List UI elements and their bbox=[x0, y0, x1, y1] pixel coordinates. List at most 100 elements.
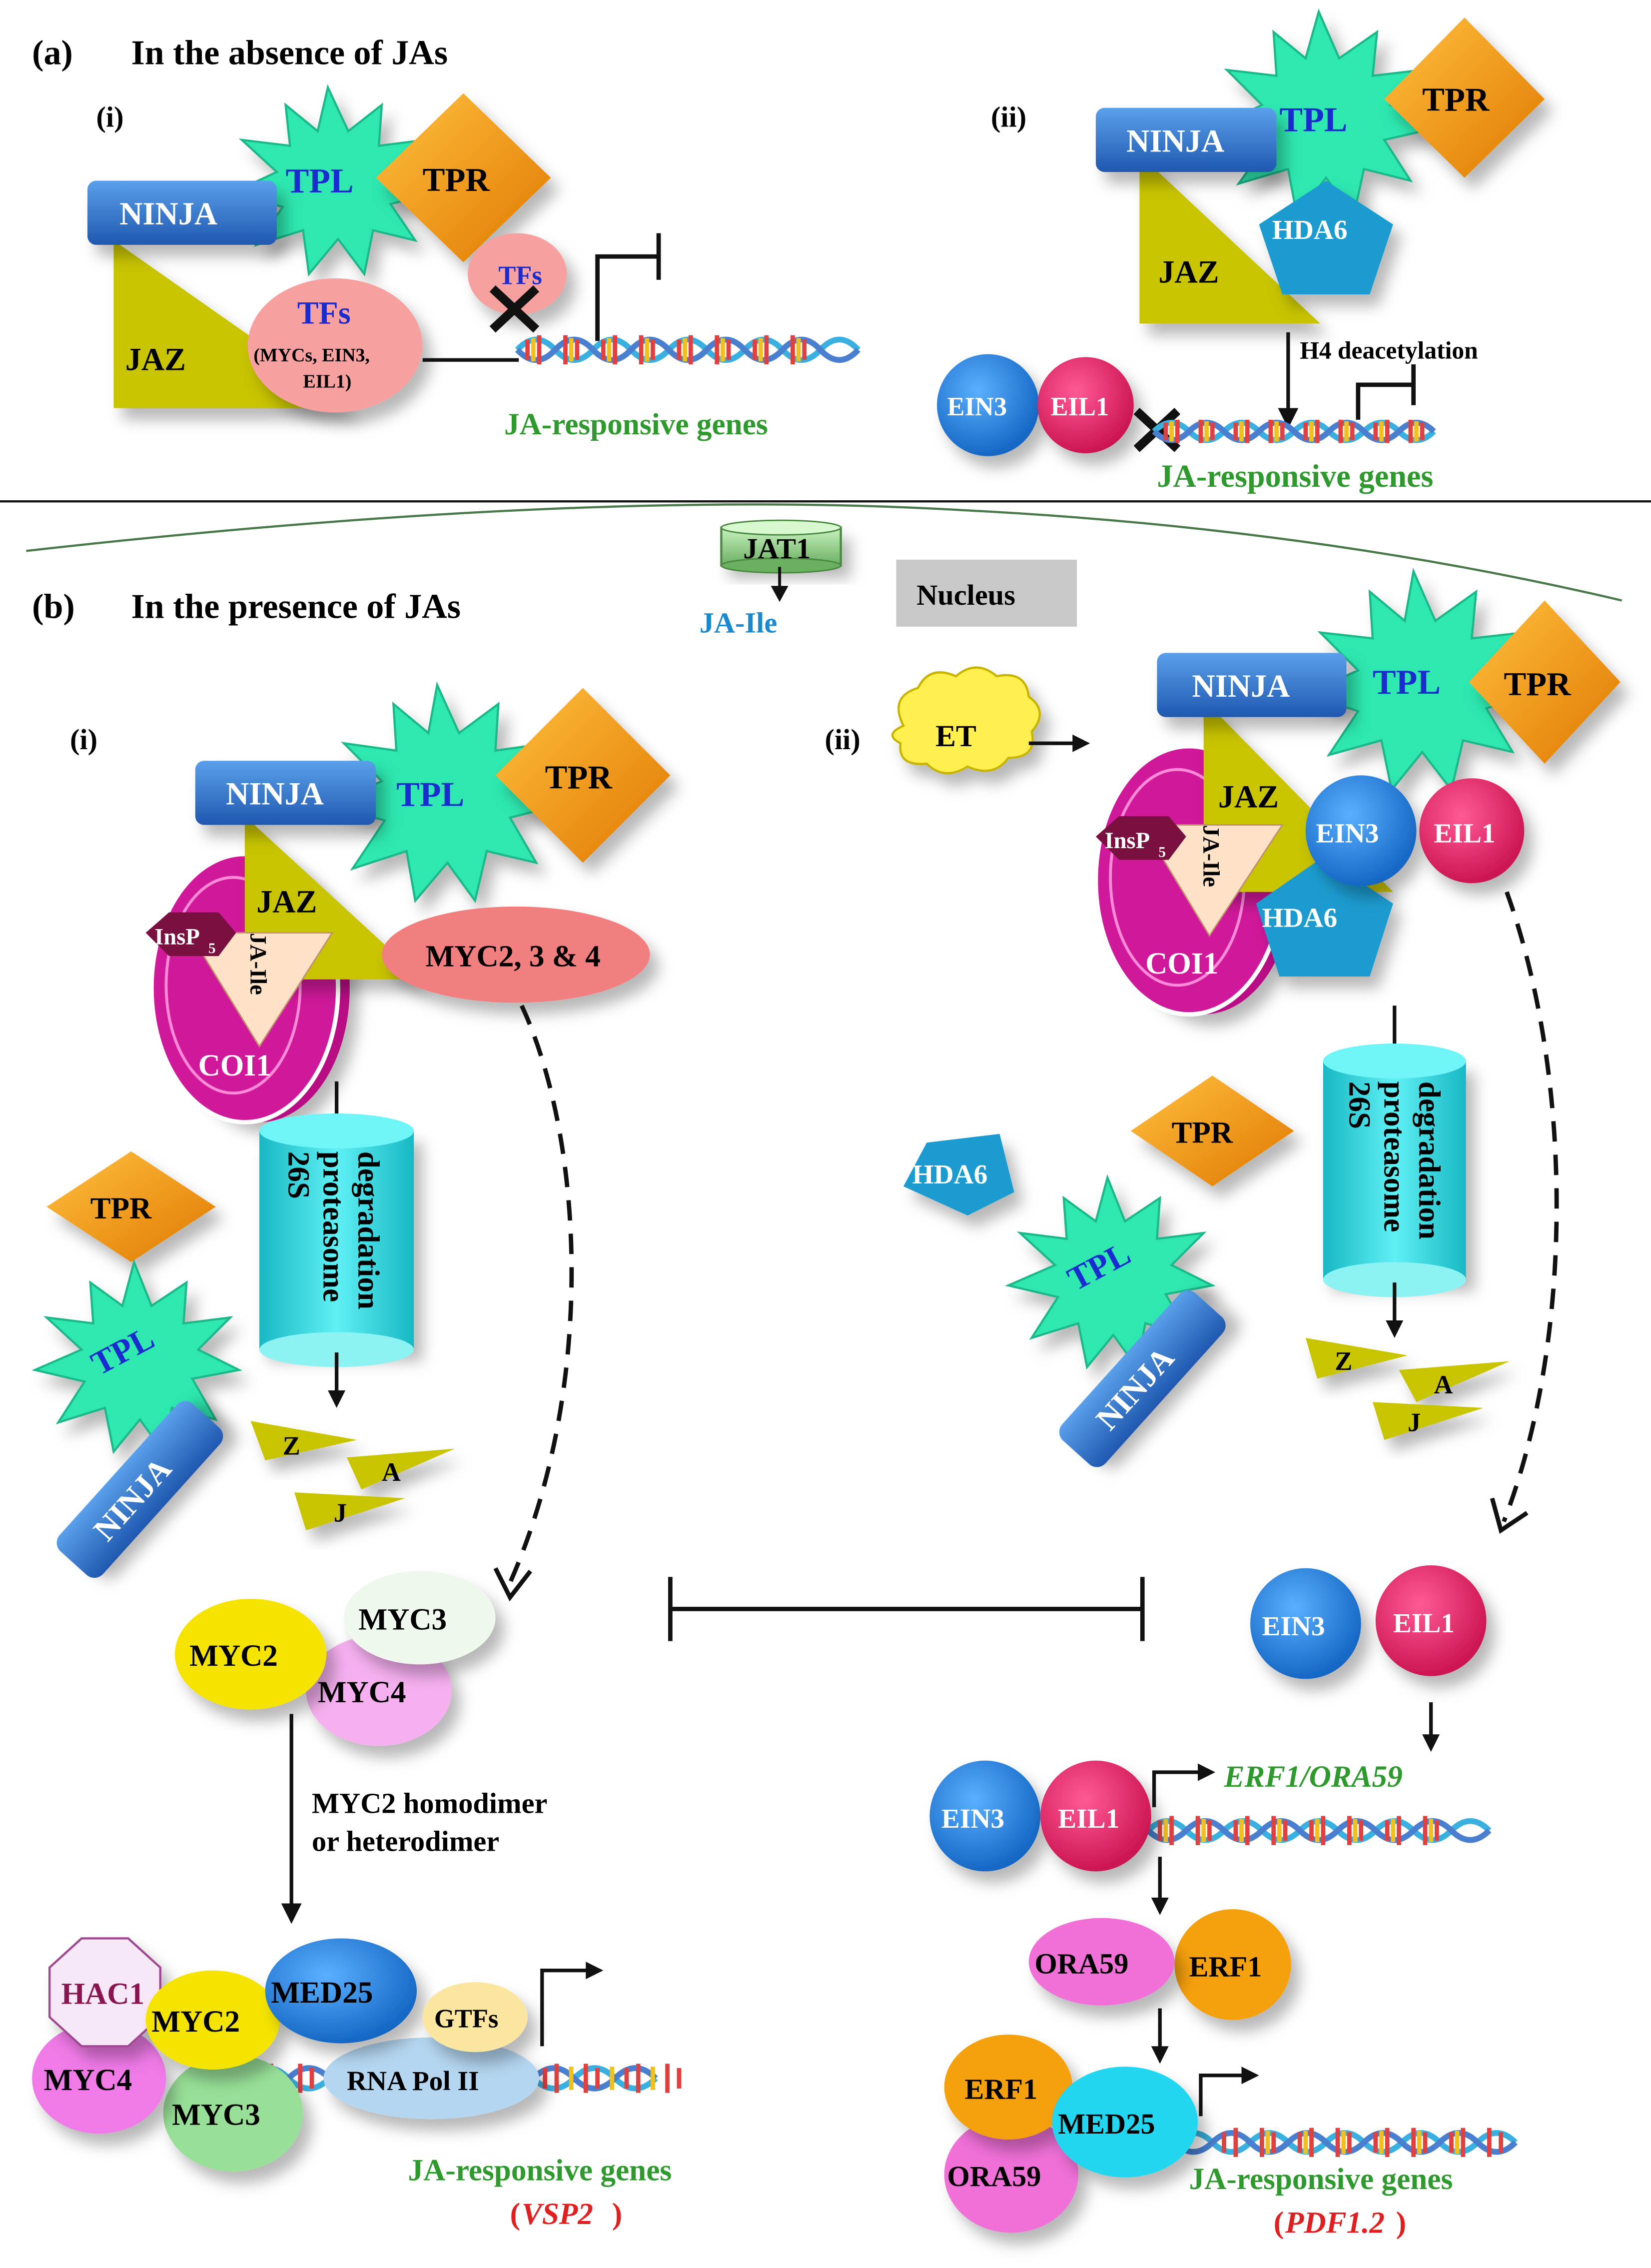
genes-label-b-ii: JA-responsive genes bbox=[1189, 2162, 1453, 2196]
a-i-complex: JAZ TPL TPR NINJA TFs (MYCs, EIN3, EIL1)… bbox=[87, 84, 661, 413]
proteasome-label-3: degradation bbox=[1412, 1082, 1446, 1239]
gene-close-paren: ) bbox=[1396, 2206, 1406, 2240]
hda6-label: HDA6 bbox=[1272, 214, 1348, 245]
b-i-receptor-complex: JAZ JA-Ile InsP 5 COI1 TPL TPR NINJA MYC… bbox=[145, 681, 671, 1125]
myc3-b-label: MYC3 bbox=[172, 2098, 260, 2132]
insp5-label: InsP bbox=[154, 924, 200, 950]
ja-ile-wedge bbox=[188, 932, 334, 1048]
ja-ile-wedge bbox=[1141, 824, 1284, 937]
eil1-label: EIL1 bbox=[1051, 392, 1109, 421]
coi1-label: COI1 bbox=[1145, 947, 1218, 981]
myc4-b-label: MYC4 bbox=[43, 2063, 132, 2097]
proteasome-label-1: 26S bbox=[281, 1151, 315, 1199]
dna-a-i bbox=[515, 335, 860, 365]
jaz-label: JAZ bbox=[1158, 254, 1219, 290]
myc2-ellipse bbox=[174, 1599, 327, 1710]
dashed-arrow bbox=[1502, 891, 1559, 1523]
ein3-b-label: EIN3 bbox=[1262, 1611, 1325, 1641]
panel-a-sub-ii: (ii) bbox=[991, 101, 1026, 133]
hda6-label: HDA6 bbox=[1262, 903, 1337, 933]
dashed-arrow bbox=[508, 1005, 574, 1584]
insp5-hexagon bbox=[1095, 816, 1186, 860]
ninja-box bbox=[195, 761, 376, 825]
arrow-head bbox=[1386, 1320, 1404, 1338]
ein3-label: EIN3 bbox=[1316, 818, 1379, 849]
eil1-label: EIL1 bbox=[1434, 818, 1495, 849]
ninja-box bbox=[1157, 653, 1347, 717]
gene-pdf12-label: PDF1.2 bbox=[1285, 2206, 1385, 2240]
erf1-ellipse bbox=[1174, 1909, 1291, 2020]
tpr-free-label: TPR bbox=[1172, 1116, 1233, 1149]
insp5-subscript: 5 bbox=[1158, 845, 1166, 861]
tfs-label: TFs bbox=[297, 295, 351, 330]
ja-ile-entry-label: JA-Ile bbox=[700, 607, 777, 639]
tpl-star bbox=[230, 84, 441, 277]
tpl-label: TPL bbox=[1373, 663, 1441, 702]
gene-close-paren: ) bbox=[612, 2197, 622, 2231]
tpl-star bbox=[1302, 567, 1542, 793]
dna-b-ii-lower bbox=[1172, 2128, 1518, 2157]
proteasome-b-ii bbox=[1323, 1043, 1466, 1297]
ninja-box bbox=[87, 180, 277, 245]
dashed-arrow-head bbox=[1490, 1497, 1529, 1534]
jaz-fragment-z bbox=[1305, 1338, 1408, 1379]
tfs-small-label: TFs bbox=[498, 261, 542, 290]
myc234-ellipse bbox=[382, 906, 650, 1003]
tpr-diamond bbox=[1384, 17, 1545, 178]
frag-j-label: J bbox=[334, 1498, 347, 1527]
hda6-free-label: HDA6 bbox=[912, 1159, 988, 1189]
panel-b-sub-ii: (ii) bbox=[825, 723, 860, 756]
ein3-circle bbox=[1305, 775, 1417, 887]
tpr-diamond bbox=[1469, 600, 1621, 764]
a-ii-complex: JAZ TPL TPR NINJA HDA6 H4 deacetylation … bbox=[937, 8, 1545, 456]
ora59-ellipse bbox=[1028, 1918, 1175, 2006]
coi1-ring-inner bbox=[164, 876, 302, 1095]
et-cloud bbox=[891, 666, 1041, 775]
erf1-b-ellipse bbox=[944, 2034, 1073, 2140]
tpl-label: TPL bbox=[396, 776, 464, 814]
proteasome-b-i bbox=[259, 1113, 414, 1367]
hda6-pentagon bbox=[1256, 857, 1393, 977]
dimer-label-1: MYC2 homodimer bbox=[312, 1787, 547, 1820]
arrow-head bbox=[1151, 2046, 1169, 2064]
gene-open-paren: ( bbox=[510, 2197, 520, 2231]
genes-label-a-ii: JA-responsive genes bbox=[1157, 458, 1433, 494]
nuclear-membrane bbox=[26, 503, 1623, 602]
eil1-b-label: EIL1 bbox=[1393, 1608, 1455, 1638]
jaz-fragment-a bbox=[347, 1448, 455, 1490]
tpr-label: TPR bbox=[423, 161, 491, 198]
myc3-label: MYC3 bbox=[358, 1602, 447, 1636]
eil1-circle bbox=[1037, 357, 1134, 453]
arrow-head bbox=[328, 1390, 346, 1408]
promoter-arrow-head bbox=[1241, 2067, 1259, 2085]
hda6-pentagon-free bbox=[903, 1134, 1014, 1216]
erf1-label: ERF1 bbox=[1189, 1950, 1262, 1983]
jat1-transporter bbox=[720, 519, 842, 574]
tpr-diamond-free bbox=[46, 1151, 216, 1262]
eil1-c-label: EIL1 bbox=[1058, 1803, 1119, 1834]
myc234-label: MYC2, 3 & 4 bbox=[426, 939, 601, 973]
b-ii-receptor-complex: JAZ JA-Ile InsP 5 COI1 TPL TPR NINJA HDA… bbox=[1093, 567, 1621, 1017]
panel-a-heading: In the absence of JAs bbox=[131, 33, 448, 72]
erf1-b-label: ERF1 bbox=[964, 2073, 1037, 2105]
arrow-head bbox=[281, 1903, 302, 1924]
nucleus-label: Nucleus bbox=[916, 579, 1015, 611]
jaz-fragment-a bbox=[1399, 1361, 1510, 1402]
eil1-c-circle bbox=[1040, 1760, 1151, 1872]
panel-b-sub-i: (i) bbox=[70, 723, 97, 756]
arrow-head bbox=[1072, 734, 1090, 752]
tfs-detail-2: EIL1) bbox=[303, 371, 352, 392]
arrow-head bbox=[1278, 408, 1299, 429]
jaz-label: JAZ bbox=[1218, 779, 1279, 815]
frag-z-label: Z bbox=[283, 1431, 300, 1460]
gene-vsp2-label: VSP2 bbox=[522, 2197, 593, 2231]
med25-b-label: MED25 bbox=[1058, 2108, 1155, 2140]
dna-a-ii bbox=[1152, 419, 1436, 443]
tpr-label: TPR bbox=[545, 759, 613, 796]
ninja-box bbox=[1095, 107, 1277, 172]
promoter-arrow bbox=[1152, 1770, 1204, 1808]
frag-a-label: A bbox=[1434, 1370, 1453, 1399]
gtfs-label: GTFs bbox=[434, 2004, 498, 2033]
promoter-arrow bbox=[1199, 2073, 1248, 2117]
arrow-head bbox=[1151, 1897, 1169, 1915]
